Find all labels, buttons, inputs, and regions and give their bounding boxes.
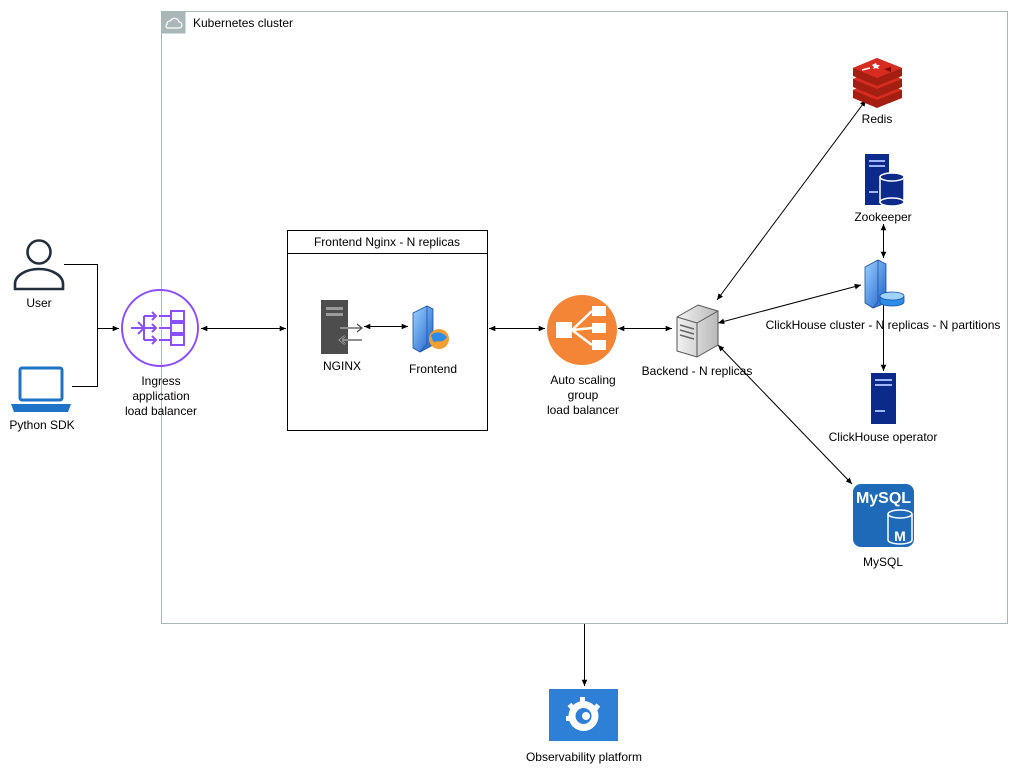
elastic-load-balancer-icon [547,295,617,365]
nginx-label: NGINX [322,359,362,373]
edge-backend-mysql [717,344,853,485]
frontend-group-title: Frontend Nginx - N replicas [313,235,461,249]
edge-sdk-ingress [72,328,98,387]
clickhouse-operator-server-icon [871,373,896,424]
mysql-icon: MySQL M [853,484,914,547]
redis-icon [853,58,902,108]
connectors [64,99,887,686]
kubernetes-cluster-group [161,11,1008,624]
clickhouse-operator-label: ClickHouse operator [828,430,938,444]
ingress-label: Ingress application load balancer [124,374,198,418]
web-server-icon [412,305,449,353]
application-load-balancer-icon [121,289,199,367]
user-icon [13,239,65,291]
cloud-icon [161,11,186,34]
observability-label: Observability platform [525,750,643,764]
zookeeper-label: Zookeeper [854,210,912,224]
mysql-logo-text: MySQL [856,490,911,507]
grafana-icon [549,689,618,741]
kubernetes-cluster-title: Kubernetes cluster [193,16,294,30]
nginx-server-icon [321,300,364,354]
edge-backend-redis [716,99,867,301]
backend-server-icon [676,304,719,358]
clickhouse-cluster-label: ClickHouse cluster - N replicas - N part… [765,318,1001,332]
backend-label: Backend - N replicas [641,364,753,378]
edge-user-ingress [64,264,119,332]
clickhouse-database-server-icon [864,259,905,309]
edge-backend-clickhouse [717,283,862,325]
mysql-logo-letter: M [894,528,906,544]
zookeeper-database-server-icon [865,154,905,207]
autoscaling-label: Auto scaling group load balancer [546,373,620,417]
user-label: User [26,296,52,310]
frontend-group-box [287,230,488,431]
laptop-icon [11,366,71,412]
frontend-label: Frontend [408,362,458,376]
python-sdk-label: Python SDK [9,418,75,432]
redis-label: Redis [861,112,893,126]
mysql-label: MySQL [862,555,904,569]
